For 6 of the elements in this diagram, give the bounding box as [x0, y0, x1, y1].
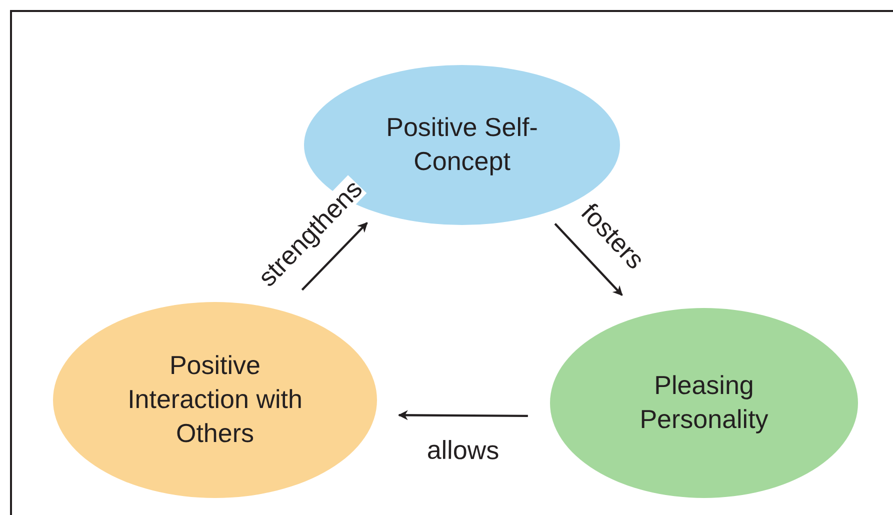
- arrow: [554, 222, 623, 296]
- node-label: Positive Interaction with Others: [126, 349, 304, 450]
- arrow: [398, 410, 528, 420]
- node-label: Pleasing Personality: [638, 369, 770, 436]
- arrow: [301, 222, 368, 291]
- node-label: Positive Self-Concept: [385, 111, 539, 178]
